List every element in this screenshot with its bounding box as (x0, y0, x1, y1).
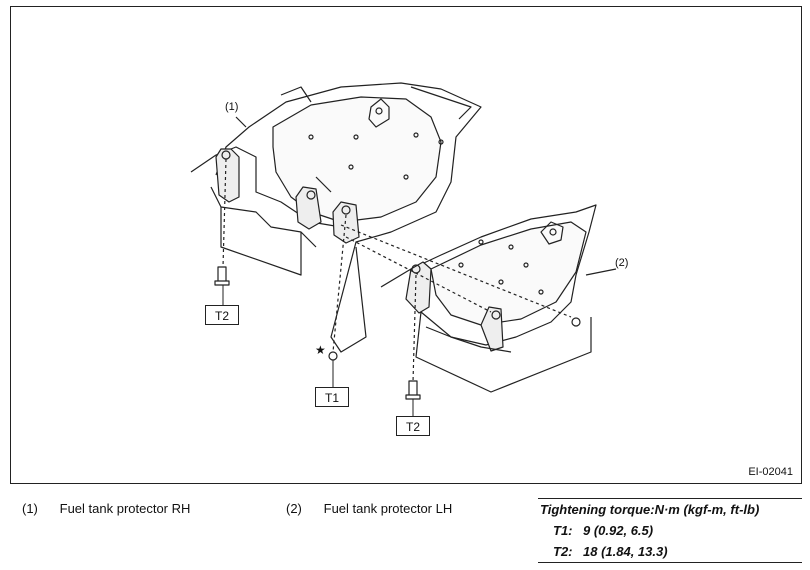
torque-row-t2: T2: 18 (1.84, 13.3) (538, 541, 802, 563)
protector-lh-shape (380, 204, 617, 393)
torque-label: T2: (553, 544, 573, 559)
protector-rh-shape (190, 82, 482, 353)
legend-num: (1) (22, 501, 38, 516)
bolt-heads (214, 266, 421, 400)
legend-item-2: (2) Fuel tank protector LH (286, 501, 452, 516)
legend-num: (2) (286, 501, 302, 516)
torque-label: T1: (553, 523, 573, 538)
legend-text: Fuel tank protector LH (323, 501, 453, 516)
star-marker-icon: ★ (315, 343, 326, 357)
torque-value: 9 (0.92, 6.5) (583, 523, 654, 538)
torque-value: 18 (1.84, 13.3) (583, 544, 668, 559)
torque-table: Tightening torque:N·m (kgf-m, ft-lb) T1:… (538, 498, 802, 563)
figure-id: EI-02041 (748, 466, 793, 478)
bolt-label-t2-lh: T2 (396, 416, 430, 436)
legend-text: Fuel tank protector RH (59, 501, 191, 516)
bolt-label-t1: T1 (315, 387, 349, 407)
bolt-label-t2-rh: T2 (205, 305, 239, 325)
bolts (222, 158, 572, 383)
callout-2: (2) (615, 257, 629, 269)
torque-title: Tightening torque:N·m (kgf-m, ft-lb) (538, 498, 802, 520)
fuel-tank-protector-drawing (190, 82, 617, 417)
callout-1: (1) (225, 101, 239, 113)
diagram-frame: (1) (2) ★ T2 T1 T2 EI-02041 (10, 6, 802, 484)
legend-item-1: (1) Fuel tank protector RH (22, 501, 190, 516)
torque-row-t1: T1: 9 (0.92, 6.5) (538, 520, 802, 541)
